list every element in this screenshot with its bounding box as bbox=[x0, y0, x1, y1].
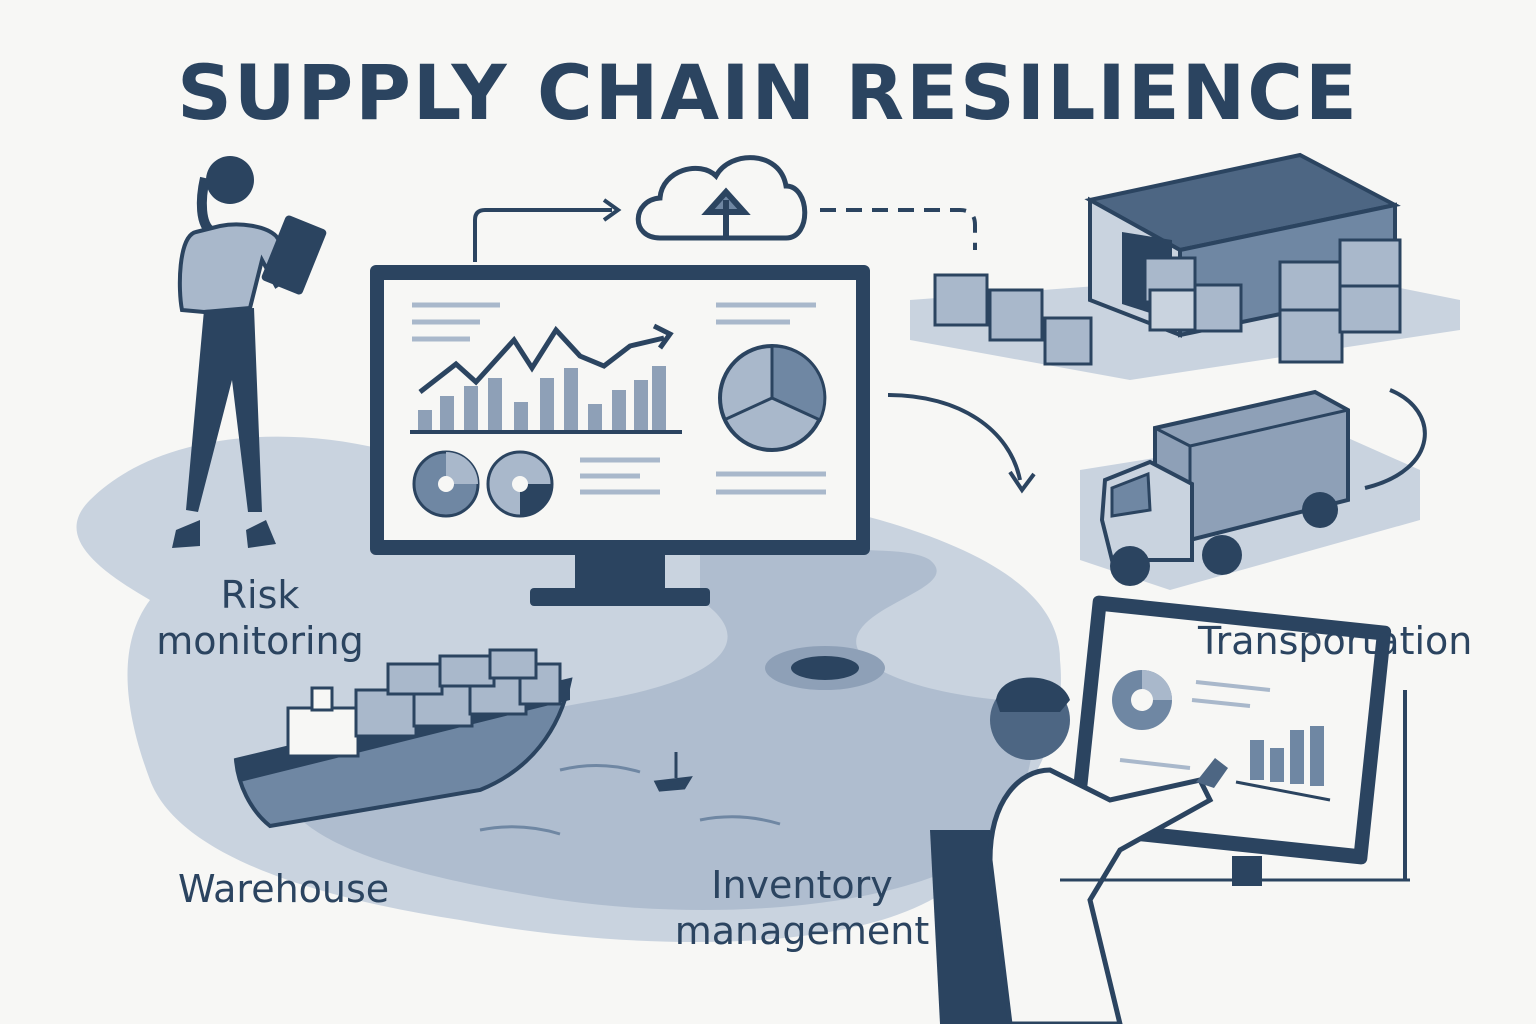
page-title: SUPPLY CHAIN RESILIENCE bbox=[177, 48, 1359, 137]
arrow-truck-curve bbox=[1364, 388, 1427, 490]
label-inventory-management: Inventory management bbox=[674, 863, 930, 953]
donut-chart-2 bbox=[486, 450, 554, 518]
cloud-upload-icon bbox=[635, 155, 808, 241]
trend-line bbox=[418, 325, 665, 394]
label-warehouse: Warehouse bbox=[178, 867, 390, 911]
arrow-monitor-to-truck bbox=[887, 393, 1022, 481]
cargo-ship-icon bbox=[233, 648, 693, 829]
label-transportation: Transportation bbox=[1198, 619, 1473, 663]
donut-chart-3 bbox=[1112, 670, 1172, 730]
person-seated-icon bbox=[930, 595, 1410, 1024]
arrow-monitor-to-cloud bbox=[473, 208, 612, 262]
dashed-link-cloud-to-warehouse bbox=[820, 208, 977, 250]
whirlpool-inner bbox=[791, 656, 859, 680]
label-risk-monitoring: Risk monitoring bbox=[156, 573, 364, 663]
water-shape bbox=[280, 540, 1032, 910]
monitor-icon bbox=[370, 265, 870, 606]
warehouse-icon bbox=[933, 152, 1402, 366]
truck-icon bbox=[1099, 389, 1350, 586]
pie-chart-large bbox=[718, 344, 827, 452]
donut-chart-1 bbox=[412, 450, 480, 518]
person-icon bbox=[172, 156, 327, 548]
